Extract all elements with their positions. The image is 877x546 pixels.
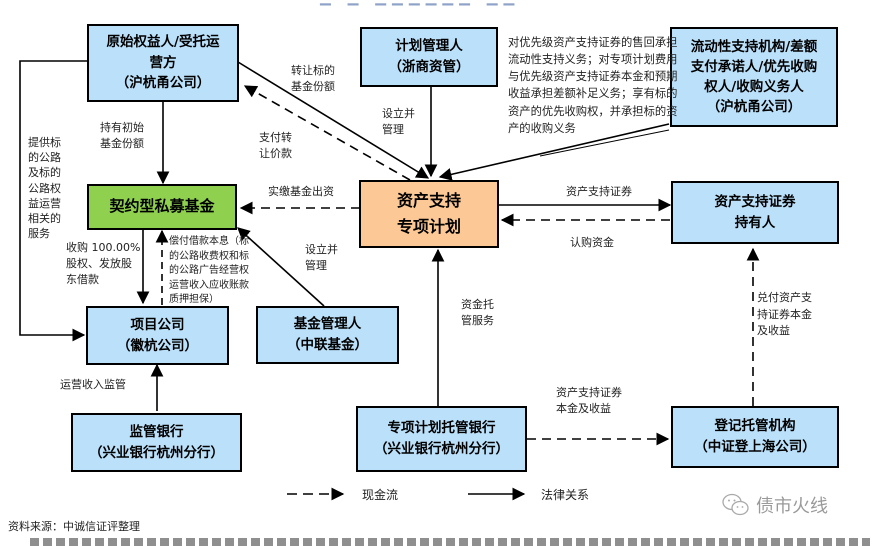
edge-establish-manage-fund: [237, 227, 325, 307]
node-registrar-line2: （中证登上海公司）: [694, 439, 816, 455]
node-registrar: 登记托管机构 （中证登上海公司）: [671, 406, 839, 468]
edge-provide-services: [19, 60, 87, 342]
node-custodian-bank: 专项计划托管银行 （兴业银行杭州分行）: [356, 406, 527, 472]
node-custodian-bank-line2: （兴业银行杭州分行）: [374, 441, 509, 457]
label-line: 的公路广告经营权: [169, 265, 249, 276]
node-liquidity-support: 流动性支持机构/差额 支付承诺人/优先收购 权人/收购义务人 （沪杭甬公司）: [670, 27, 838, 127]
label-line: 基金份额: [100, 136, 144, 150]
label-line: 资金托: [461, 298, 494, 311]
label-custody-service: 资金托 管服务: [461, 297, 494, 329]
label-line: 的公路收费权和标: [169, 250, 249, 262]
label-line: 管理: [382, 122, 404, 136]
label-line: 运营收入应收账款: [169, 279, 249, 291]
label-line: 持有初始: [100, 121, 144, 134]
wechat-icon: [722, 493, 749, 516]
node-abs-plan-line2: 专项计划: [396, 217, 461, 236]
label-line: 公路权: [28, 181, 61, 195]
label-establish-manage-plan: 设立并 管理: [382, 106, 415, 138]
node-liquidity-support-line2: 支付承诺人/优先收购: [690, 58, 818, 75]
label-line: 的公路: [28, 151, 61, 165]
label-line: 管服务: [461, 313, 494, 327]
label-line: 本金及收益: [556, 401, 611, 415]
node-private-fund: 契约型私募基金: [87, 184, 237, 230]
label-line: 持证券本金: [757, 307, 812, 321]
label-line: 股权、发放股: [66, 256, 132, 270]
node-liquidity-support-line3: 权人/收购义务人: [704, 79, 804, 95]
watermark: 债市火线: [722, 492, 828, 518]
node-supervisory-bank: 监管银行 （兴业银行杭州分行）: [71, 413, 242, 472]
node-abs-holders: 资产支持证券 持有人: [671, 181, 839, 244]
node-plan-manager-line2: （浙商资管）: [388, 59, 470, 75]
node-liquidity-support-line1: 流动性支持机构/差额: [690, 38, 818, 55]
legend-legal-relation-label: 法律关系: [541, 488, 590, 502]
label-pay-transfer-price: 支付转 让价款: [259, 130, 292, 162]
label-line: 服务: [28, 227, 50, 241]
node-plan-manager-line1: 计划管理人: [395, 38, 463, 55]
label-line: 提供标: [28, 136, 61, 149]
label-line: 支付转: [259, 131, 292, 144]
node-plan-manager: 计划管理人 （浙商资管）: [360, 27, 498, 87]
figure-title-clipped: ▁ ▁ ▁▁▁▁▁▁ ▁▁: [320, 0, 520, 6]
edge-liquidity-support: [438, 123, 670, 181]
node-originator-line1: 原始权益人/受托运: [106, 33, 220, 50]
label-subscription-funds: 认购资金: [570, 236, 614, 249]
label-line: 转让标的: [291, 64, 335, 77]
label-line: 东借款: [66, 272, 99, 286]
node-fund-manager-line1: 基金管理人: [293, 316, 362, 333]
label-establish-manage-fund: 设立并 管理: [305, 242, 338, 274]
label-line: 及标的: [28, 166, 61, 180]
node-custodian-bank-line1: 专项计划托管银行: [387, 420, 496, 437]
callout-line: [539, 129, 670, 157]
label-revenue-supervision: 运营收入监管: [60, 378, 126, 391]
node-abs-plan-line1: 资产支持: [396, 191, 461, 211]
clipped-body-text: [30, 538, 870, 546]
node-project-company-line1: 项目公司: [130, 316, 185, 333]
label-acquire-equity: 收购 100.00% 股权、发放股 东借款: [66, 240, 140, 288]
label-line: 让价款: [259, 146, 292, 160]
label-transfer-fund-share: 转让标的 基金份额: [291, 63, 335, 95]
label-line: 收购 100.00%: [66, 241, 141, 254]
label-line: 益运营: [28, 196, 61, 210]
node-registrar-line1: 登记托管机构: [714, 418, 796, 435]
label-line: 基金份额: [291, 79, 335, 93]
label-line: 设立并: [382, 107, 415, 120]
node-originator-line2: 营方: [149, 54, 177, 71]
node-abs-holders-line2: 持有人: [734, 214, 776, 231]
label-line: 及收益: [757, 324, 790, 337]
node-liquidity-support-line4: （沪杭甬公司）: [706, 99, 802, 116]
label-repay-loan: 偿付借款本息（标 的公路收费权和标 的公路广告经营权 运营收入应收账款 质押担保…: [169, 235, 249, 308]
node-private-fund-line1: 契约型私募基金: [109, 197, 215, 216]
watermark-text: 债市火线: [756, 496, 828, 517]
legend-cash-flow-label: 现金流: [362, 488, 399, 502]
node-fund-manager: 基金管理人 （中联基金）: [256, 306, 399, 364]
node-supervisory-bank-line2: （兴业银行杭州分行）: [89, 444, 224, 461]
label-line: 资产支持证券: [556, 386, 622, 399]
label-guarantee-note: 对优先级资产支持证券的售回承担流动性支持义务；对专项计划费用与优先级资产支持证券…: [508, 36, 678, 135]
label-hold-initial-share: 持有初始 基金份额: [100, 120, 144, 152]
label-pay-principal-income: 兑付资产支 持证券本金 及收益: [757, 290, 812, 340]
source-note: 资料来源：中诚信证评整理: [8, 520, 140, 533]
label-line: 兑付资产支: [757, 291, 812, 304]
label-line: 质押担保）: [169, 294, 219, 305]
label-paid-in-capital: 实缴基金出资: [268, 185, 334, 198]
label-line: 管理: [305, 258, 327, 272]
label-line: 相关的: [28, 211, 61, 225]
label-abs-securities: 资产支持证券: [566, 185, 632, 198]
label-principal-income: 资产支持证券 本金及收益: [556, 385, 622, 417]
node-abs-holders-line1: 资产支持证券: [714, 193, 796, 210]
label-provide-services: 提供标 的公路 及标的 公路权 益运营 相关的 服务: [28, 135, 61, 241]
edge-transfer-fund-share: [237, 61, 430, 179]
label-line: 设立并: [305, 243, 338, 256]
node-project-company: 项目公司 （徽杭公司）: [86, 306, 229, 365]
label-line: 偿付借款本息（标: [169, 236, 249, 247]
node-supervisory-bank-line1: 监管银行: [129, 423, 184, 440]
node-abs-plan: 资产支持 专项计划: [359, 180, 499, 248]
node-fund-manager-line2: （中联基金）: [287, 337, 368, 353]
node-project-company-line2: （徽杭公司）: [117, 337, 198, 354]
edge-pay-transfer-price: [243, 85, 411, 181]
node-originator-line3: （沪杭甬公司）: [115, 75, 211, 92]
node-originator: 原始权益人/受托运 营方 （沪杭甬公司）: [87, 24, 239, 102]
